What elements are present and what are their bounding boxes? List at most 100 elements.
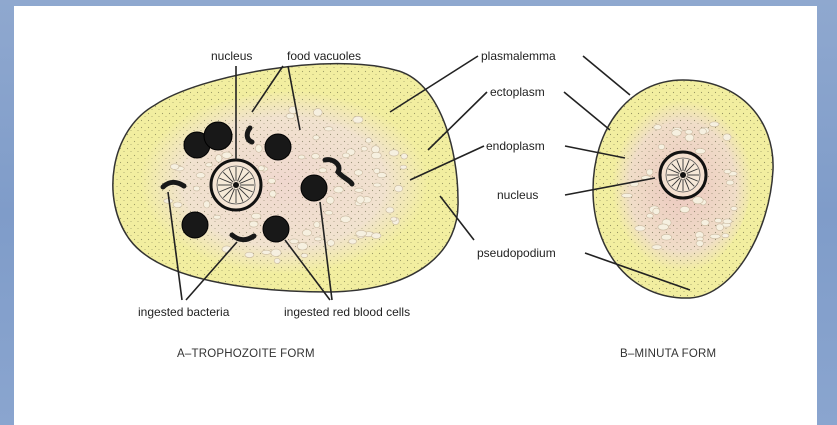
food-vacuole: [204, 122, 232, 150]
granule: [693, 197, 704, 204]
granule: [301, 253, 308, 257]
granule: [258, 166, 264, 171]
granule: [672, 130, 682, 137]
granule: [723, 219, 732, 224]
granule: [251, 213, 261, 219]
granule: [334, 186, 344, 193]
granule: [372, 233, 381, 239]
granule: [685, 134, 694, 141]
food-vacuole: [182, 212, 208, 238]
granule: [696, 241, 703, 247]
granule: [173, 202, 182, 208]
granule: [319, 168, 327, 173]
granule: [400, 165, 407, 169]
granule: [326, 197, 334, 204]
granule: [270, 191, 277, 198]
granule: [710, 122, 719, 127]
granule: [361, 146, 367, 151]
label-nucleus-b: nucleus: [497, 188, 538, 202]
granule: [327, 240, 334, 247]
granule: [386, 207, 394, 213]
granule: [249, 221, 258, 227]
granule: [349, 239, 357, 244]
trophozoite-cell: [113, 64, 458, 292]
granule: [695, 148, 705, 153]
granule: [646, 169, 653, 175]
granule: [325, 211, 333, 215]
granule: [726, 180, 734, 185]
granule: [216, 155, 222, 163]
granule: [297, 243, 307, 250]
granule: [213, 215, 221, 219]
granule: [715, 218, 722, 222]
granule: [268, 178, 276, 183]
granule: [722, 234, 729, 238]
granule: [313, 109, 322, 117]
granule: [401, 154, 408, 160]
leader-plasmalemma-b: [583, 56, 630, 95]
granule: [389, 150, 399, 156]
granule: [206, 163, 213, 167]
label-ingested-rbc: ingested red blood cells: [284, 305, 410, 319]
caption-minuta: B–MINUTA FORM: [620, 348, 716, 360]
granule: [255, 145, 262, 153]
granule: [622, 193, 633, 197]
granule: [373, 183, 381, 187]
label-nucleus-a: nucleus: [211, 49, 252, 63]
minuta-nucleus: [660, 152, 706, 198]
granule: [196, 173, 205, 178]
granule: [314, 237, 322, 241]
label-pseudopodium: pseudopodium: [477, 246, 556, 260]
granule: [680, 206, 690, 212]
granule: [298, 155, 305, 159]
granule: [699, 128, 706, 135]
granule: [661, 234, 671, 240]
granule: [286, 113, 295, 119]
granule: [658, 144, 665, 149]
granule: [391, 217, 397, 221]
granule: [193, 186, 200, 191]
caption-trophozoite: A–TROPHOZOITE FORM: [177, 348, 315, 360]
granule: [357, 196, 365, 204]
granule: [170, 164, 179, 170]
granule: [731, 206, 738, 210]
trophozoite-nucleus: [211, 160, 261, 210]
granule: [371, 152, 381, 159]
granule: [324, 127, 333, 131]
granule: [271, 249, 281, 256]
granule: [365, 138, 371, 143]
leader-ectoplasm-b: [564, 92, 610, 130]
granule: [274, 258, 280, 263]
granule: [290, 239, 299, 244]
granule: [314, 222, 320, 228]
granule: [685, 130, 693, 135]
granule: [262, 250, 271, 254]
trophozoite-stipple: [113, 64, 458, 292]
granule: [353, 116, 363, 123]
granule: [653, 208, 660, 214]
granule: [204, 201, 210, 208]
granule: [724, 169, 731, 173]
granule: [658, 224, 669, 230]
granule: [710, 234, 721, 238]
granule: [313, 135, 319, 140]
food-vacuole: [265, 134, 291, 160]
granule: [245, 252, 254, 257]
label-plasmalemma: plasmalemma: [481, 49, 556, 63]
granule: [395, 185, 403, 192]
granule: [342, 153, 349, 158]
granule: [374, 168, 380, 173]
label-food-vacuoles: food vacuoles: [287, 49, 361, 63]
granule: [355, 188, 364, 192]
granule: [356, 230, 367, 236]
label-ingested-bacteria: ingested bacteria: [138, 305, 230, 319]
ingested-red-blood-cell: [301, 175, 327, 201]
granule: [341, 216, 351, 223]
granule: [635, 226, 646, 231]
granule: [701, 220, 709, 226]
granule: [647, 214, 654, 218]
granule: [654, 125, 662, 130]
granule: [354, 170, 362, 176]
granule: [723, 134, 731, 141]
granule: [652, 245, 662, 250]
